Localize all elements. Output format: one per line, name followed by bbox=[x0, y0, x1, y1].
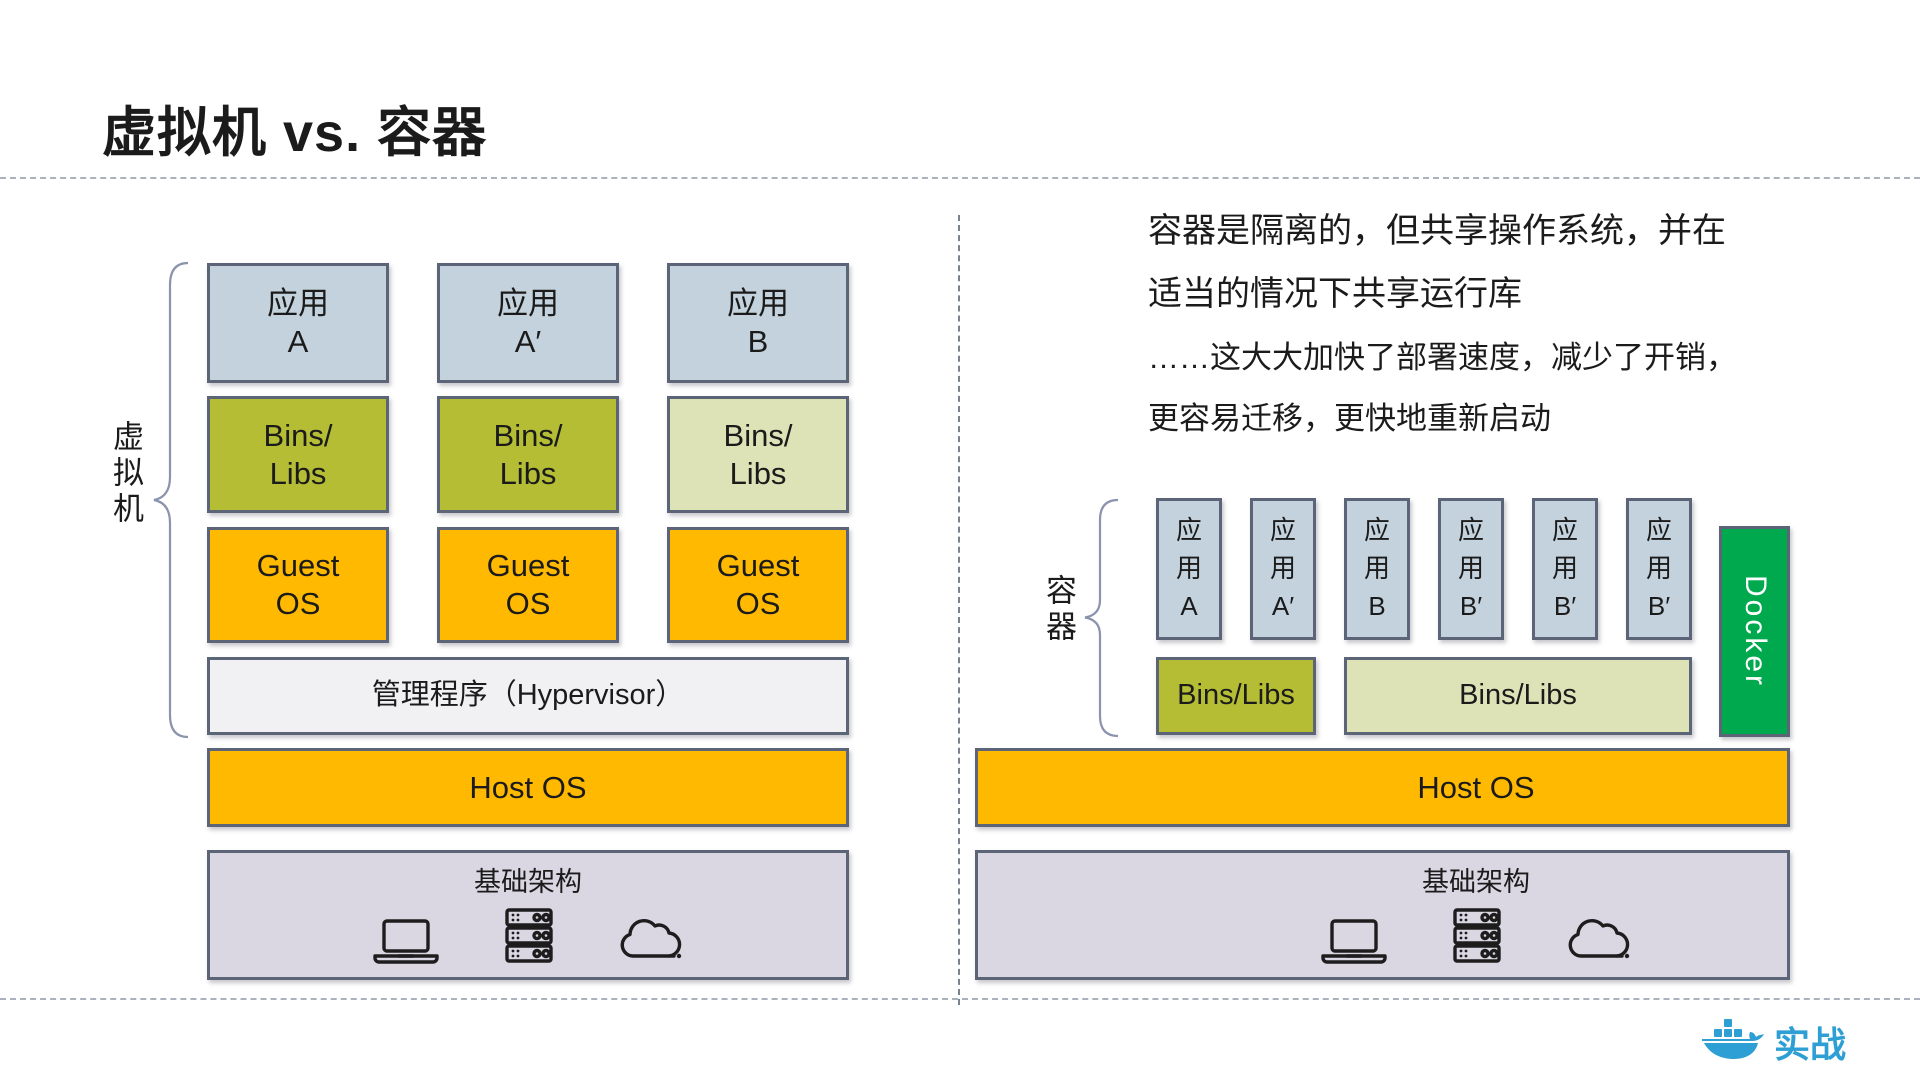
vm-group-brace bbox=[153, 261, 189, 739]
vm-infra-label: 基础架构 bbox=[474, 866, 582, 897]
ct-app-2-l3: A′ bbox=[1271, 590, 1295, 621]
vm-app-b-line2: B bbox=[747, 324, 769, 359]
laptop-icon bbox=[373, 919, 439, 965]
docker-label: Docker bbox=[1738, 574, 1772, 689]
ct-app-1-l2: 用 bbox=[1175, 553, 1202, 584]
vm-hostos-label: Host OS bbox=[469, 769, 587, 805]
vm-guestos-2-box: Guest OS bbox=[437, 527, 619, 643]
ct-app-1-l3: A bbox=[1180, 590, 1198, 621]
ct-infra-label: 基础架构 bbox=[1422, 866, 1530, 897]
ct-app-4-l2: 用 bbox=[1457, 553, 1484, 584]
vm-guestos-1-box: Guest OS bbox=[207, 527, 389, 643]
ct-bins-right-box: Bins/Libs bbox=[1344, 657, 1692, 735]
ct-hostos-label: Host OS bbox=[1417, 769, 1535, 805]
ct-app-3-l1: 应 bbox=[1363, 515, 1390, 546]
vm-bins-2-line1: Bins/ bbox=[493, 417, 563, 453]
vm-guestos-2-line1: Guest bbox=[486, 548, 570, 584]
ct-app-6-l1: 应 bbox=[1645, 515, 1672, 546]
container-desc-line3: ……这大大加快了部署速度，减少了开销， bbox=[1148, 340, 1737, 375]
footer-brand: 实战 bbox=[1700, 1016, 1846, 1068]
ct-app-2-l1: 应 bbox=[1269, 515, 1296, 546]
cloud-icon bbox=[1568, 919, 1630, 959]
vm-guestos-3-box: Guest OS bbox=[667, 527, 849, 643]
vm-app-a2-box: 应用 A′ bbox=[437, 263, 619, 383]
vm-bins-3-line2: Libs bbox=[729, 455, 787, 491]
ct-hostos-box: Host OS bbox=[975, 748, 1790, 827]
ct-bins-left-label: Bins/Libs bbox=[1177, 679, 1295, 712]
page-title: 虚拟机 vs. 容器 bbox=[102, 103, 488, 163]
ct-app-6-box: 应 用 B′ bbox=[1626, 498, 1692, 640]
vm-app-a-box: 应用 A bbox=[207, 263, 389, 383]
vm-bins-2-box: Bins/ Libs bbox=[437, 396, 619, 513]
vm-bins-1-line1: Bins/ bbox=[263, 417, 333, 453]
ct-bins-left-box: Bins/Libs bbox=[1156, 657, 1316, 735]
container-group-label: 容器 bbox=[1041, 574, 1076, 646]
footer-brand-text: 实战 bbox=[1774, 1024, 1847, 1065]
vm-app-b-box: 应用 B bbox=[667, 263, 849, 383]
ct-app-1-box: 应 用 A bbox=[1156, 498, 1222, 640]
ct-app-5-l1: 应 bbox=[1551, 515, 1578, 546]
ct-app-1-l1: 应 bbox=[1175, 515, 1202, 546]
ct-app-3-box: 应 用 B bbox=[1344, 498, 1410, 640]
vm-infra-box: 基础架构 bbox=[207, 850, 849, 980]
server-rack-icon bbox=[1453, 908, 1501, 964]
ct-app-3-l2: 用 bbox=[1363, 553, 1390, 584]
vm-app-b-line1: 应用 bbox=[727, 286, 789, 322]
ct-app-2-box: 应 用 A′ bbox=[1250, 498, 1316, 640]
vm-app-a-line1: 应用 bbox=[267, 286, 329, 322]
ct-app-5-l2: 用 bbox=[1551, 553, 1578, 584]
vm-guestos-3-line2: OS bbox=[735, 586, 781, 621]
hypervisor-box: 管理程序（Hypervisor） bbox=[207, 657, 849, 735]
ct-app-5-l3: B′ bbox=[1553, 590, 1577, 621]
vm-app-a2-line1: 应用 bbox=[497, 286, 559, 322]
footer-divider bbox=[0, 998, 1920, 1000]
vm-bins-1-box: Bins/ Libs bbox=[207, 396, 389, 513]
ct-app-4-box: 应 用 B′ bbox=[1438, 498, 1504, 640]
ct-app-2-l2: 用 bbox=[1269, 553, 1296, 584]
container-group-brace bbox=[1084, 498, 1119, 738]
vm-bins-3-box: Bins/ Libs bbox=[667, 396, 849, 513]
hypervisor-label: 管理程序（Hypervisor） bbox=[371, 679, 685, 712]
vm-group-label: 虚拟机 bbox=[108, 420, 143, 528]
ct-app-4-l1: 应 bbox=[1457, 515, 1484, 546]
ct-app-4-l3: B′ bbox=[1459, 590, 1483, 621]
docker-whale-icon bbox=[1702, 1019, 1764, 1059]
vm-hostos-box: Host OS bbox=[207, 748, 849, 827]
ct-app-3-l3: B bbox=[1368, 590, 1386, 621]
title-divider bbox=[0, 177, 1920, 179]
vm-bins-2-line2: Libs bbox=[499, 455, 557, 491]
vm-guestos-1-line2: OS bbox=[275, 586, 321, 621]
container-desc-line1: 容器是隔离的，但共享操作系统，并在 bbox=[1148, 212, 1726, 250]
docker-box: Docker bbox=[1719, 526, 1790, 737]
vm-bins-3-line1: Bins/ bbox=[723, 417, 793, 453]
ct-app-6-l2: 用 bbox=[1645, 553, 1672, 584]
ct-app-6-l3: B′ bbox=[1647, 590, 1671, 621]
vm-bins-1-line2: Libs bbox=[269, 455, 327, 491]
container-desc-line2: 适当的情况下共享运行库 bbox=[1148, 275, 1522, 313]
laptop-icon bbox=[1321, 919, 1387, 965]
server-rack-icon bbox=[505, 908, 553, 964]
ct-infra-box: 基础架构 bbox=[975, 850, 1790, 980]
vm-infra-icons bbox=[371, 908, 685, 965]
cloud-icon bbox=[620, 919, 682, 959]
vm-app-a2-line2: A′ bbox=[514, 324, 542, 359]
vm-app-a-line2: A bbox=[287, 324, 309, 359]
vm-guestos-2-line2: OS bbox=[505, 586, 551, 621]
ct-app-5-box: 应 用 B′ bbox=[1532, 498, 1598, 640]
ct-infra-icons bbox=[1319, 908, 1633, 965]
ct-bins-right-label: Bins/Libs bbox=[1459, 679, 1577, 712]
vm-guestos-3-line1: Guest bbox=[716, 548, 800, 584]
vm-guestos-1-line1: Guest bbox=[256, 548, 340, 584]
section-divider bbox=[958, 215, 960, 1005]
container-desc-line4: 更容易迁移，更快地重新启动 bbox=[1148, 401, 1551, 436]
